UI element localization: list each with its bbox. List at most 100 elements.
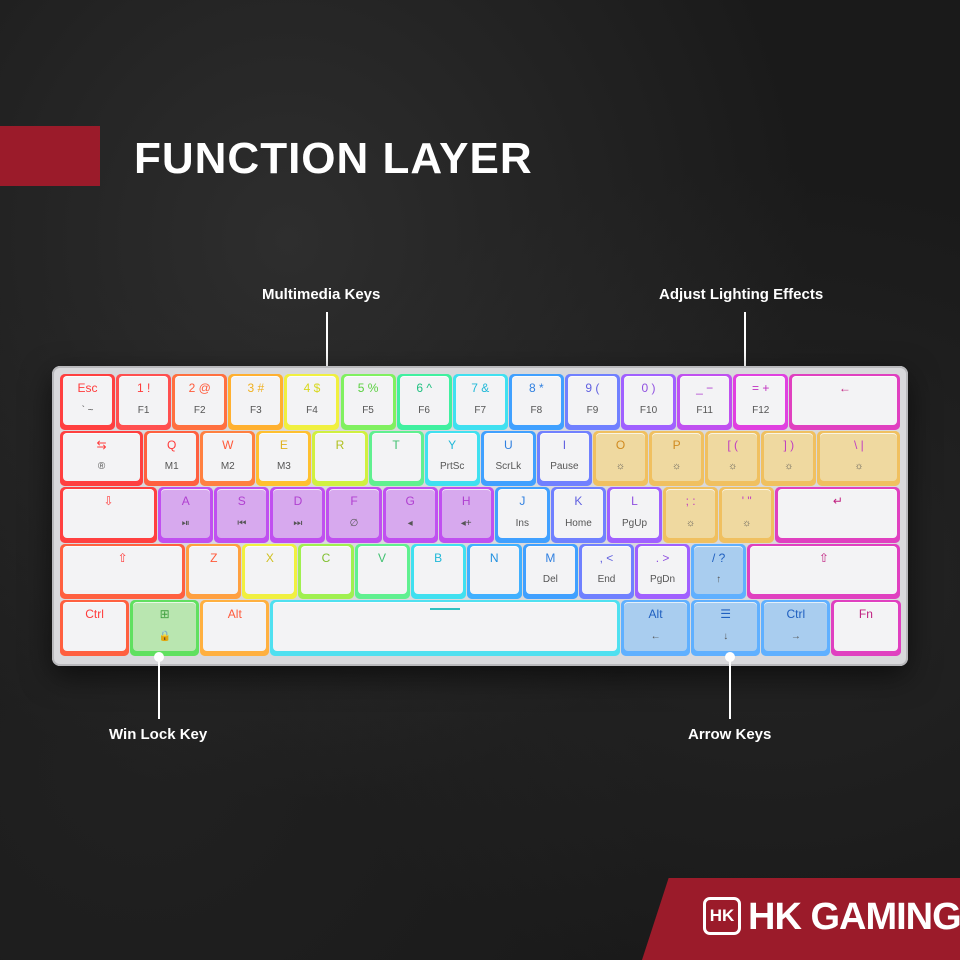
- keycap: / ? ↑: [694, 545, 744, 594]
- key: 8 *F8: [508, 374, 564, 430]
- key-legend: F: [350, 494, 358, 508]
- keycap: X: [245, 545, 295, 594]
- key-sublegend: M2: [220, 461, 235, 472]
- callout-multimedia-keys: Multimedia Keys: [262, 286, 381, 303]
- key: , <End: [578, 543, 635, 599]
- key: 7 &F7: [452, 374, 508, 430]
- key-sublegend: F2: [193, 404, 206, 416]
- key-sublegend: ☼: [672, 461, 682, 472]
- key-legend: ; :: [685, 494, 696, 508]
- key-legend: K: [574, 494, 583, 508]
- key: ☰↓: [691, 600, 761, 656]
- key: X: [242, 543, 298, 599]
- keycap: P☼: [652, 432, 702, 481]
- keycap: 4 $F4: [287, 376, 337, 425]
- key-legend: Q: [167, 437, 177, 452]
- key: ←: [789, 374, 901, 430]
- key-legend: N: [489, 550, 499, 565]
- page-title: FUNCTION LAYER: [134, 134, 533, 183]
- key-legend: _ −: [696, 381, 714, 395]
- key: R: [312, 430, 368, 486]
- callout-line-arrow: [729, 657, 731, 719]
- callout-arrow-keys: Arrow Keys: [688, 726, 772, 743]
- keycap: A⏯: [161, 489, 211, 538]
- keycap: ⇆®: [63, 432, 141, 481]
- key: V: [354, 543, 410, 599]
- key-sublegend: F5: [362, 404, 374, 416]
- key-sublegend: ↓: [723, 630, 729, 642]
- keycap: ] )☼: [764, 432, 814, 481]
- key-sublegend: F8: [530, 404, 543, 416]
- key-legend: 4 $: [303, 381, 321, 395]
- keycap: F∅: [329, 489, 379, 538]
- key: ] )☼: [761, 430, 817, 486]
- keycap: , <End: [581, 545, 632, 594]
- key: ⇩: [60, 487, 158, 543]
- key: S⏮: [214, 487, 270, 543]
- keycap: ' " ☼: [722, 489, 772, 538]
- key-sublegend: ☼: [742, 517, 752, 529]
- keycap: [ (☼: [708, 432, 758, 481]
- key-sublegend: F1: [137, 404, 150, 416]
- key: ' " ☼: [719, 487, 775, 543]
- key: . >PgDn: [635, 543, 691, 599]
- key-legend: W: [222, 437, 234, 452]
- key-sublegend: ®: [97, 461, 106, 472]
- key-legend: L: [631, 494, 638, 508]
- keycap: W M2: [203, 432, 253, 481]
- brand-name: HK GAMING: [748, 896, 960, 938]
- key-legend: O: [615, 437, 626, 452]
- keycap: ←: [792, 376, 898, 425]
- key-sublegend: F6: [418, 404, 430, 416]
- key-legend: 2 @: [188, 381, 211, 395]
- keycap: . >PgDn: [638, 545, 688, 594]
- key-legend: ⇩: [103, 494, 114, 508]
- key: 0 )F10: [621, 374, 677, 430]
- key: C: [298, 543, 354, 599]
- keycap: Esc` ~: [63, 376, 113, 425]
- key-legend: ⇧: [818, 550, 829, 565]
- key-legend: U: [503, 437, 513, 452]
- key-sublegend: ☼: [854, 461, 864, 472]
- keycap: Alt: [203, 602, 267, 651]
- callout-win-lock-key: Win Lock Key: [109, 726, 208, 743]
- key-sublegend: →: [790, 630, 801, 642]
- key-legend: I: [562, 437, 567, 452]
- key-legend: . >: [655, 550, 670, 565]
- key: T: [368, 430, 424, 486]
- key-legend: Y: [448, 437, 457, 452]
- key-legend: / ?: [712, 550, 726, 565]
- keycap: Alt←: [624, 602, 688, 651]
- keycap: B: [413, 545, 463, 594]
- key: / ? ↑: [691, 543, 747, 599]
- key-legend: ' ": [741, 494, 752, 508]
- key: H◂+: [438, 487, 494, 543]
- key-sublegend: ☼: [728, 461, 738, 472]
- key: = +F12: [733, 374, 789, 430]
- key-legend: 7 &: [471, 381, 490, 395]
- key: Fn: [831, 600, 901, 656]
- keycap: V: [357, 545, 407, 594]
- key-legend: 3 #: [247, 381, 265, 395]
- key-legend: Ctrl: [786, 607, 806, 621]
- keycap: 3 #F3: [231, 376, 281, 425]
- key-legend: T: [392, 437, 400, 452]
- key-legend: ←: [838, 381, 851, 395]
- key: ⇧: [60, 543, 186, 599]
- key-sublegend: ⏭: [293, 517, 303, 529]
- key: ⇆®: [60, 430, 144, 486]
- key: 1 !F1: [116, 374, 172, 430]
- key: F∅: [326, 487, 382, 543]
- keycap: 7 &F7: [455, 376, 505, 425]
- key: 6 ^F6: [396, 374, 452, 430]
- key-sublegend: ↑: [716, 574, 722, 585]
- key-legend: G: [405, 494, 415, 508]
- key-sublegend: F10: [639, 404, 658, 416]
- key-legend: = +: [752, 381, 770, 395]
- keycap: ; :☼: [666, 489, 716, 538]
